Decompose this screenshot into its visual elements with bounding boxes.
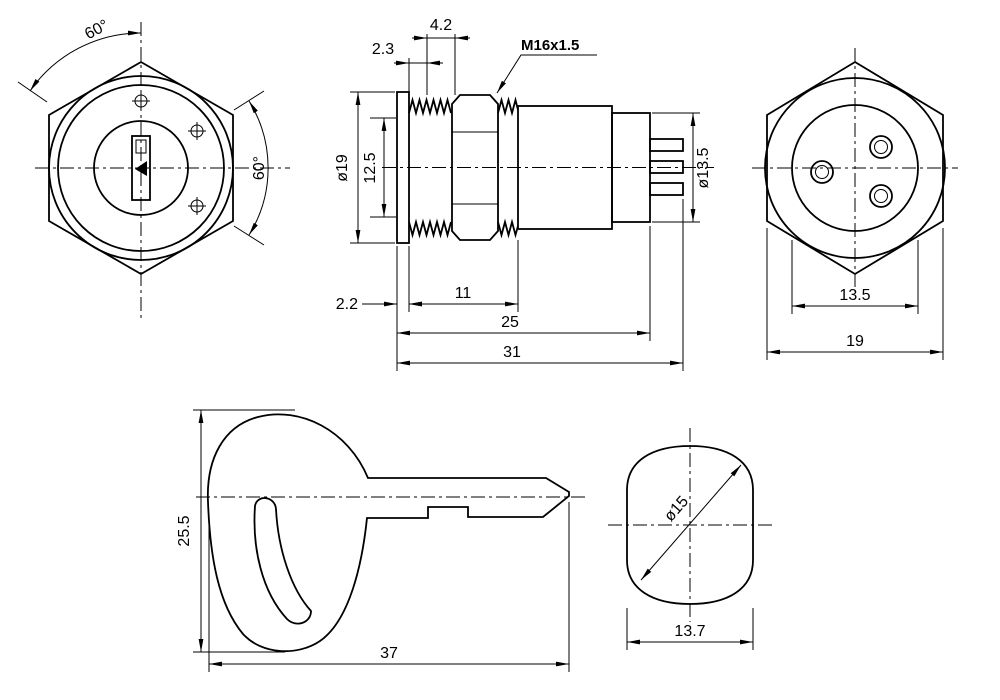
dimension-face-width: 12.5: [362, 117, 396, 218]
dim-key-length: 37: [380, 645, 398, 662]
dim-body-length: 25: [501, 314, 519, 331]
thread-spec-label: M16x1.5: [521, 37, 579, 54]
keyway-slot: [131, 135, 151, 201]
centerlines: [752, 48, 958, 292]
dim-body-dia: ø13.5: [695, 147, 712, 188]
dim-flange-dia: ø19: [334, 154, 351, 182]
terminal-pin-bottom-right: [869, 184, 893, 208]
dimension-hex-width: 19: [766, 228, 944, 360]
key-side-view: 25.5 37: [176, 409, 586, 672]
keyway-arrow: [135, 161, 147, 176]
dimension-nut-thickness: 4.2: [412, 17, 470, 95]
screw-hole-right-top: [188, 122, 206, 140]
dim-overall-length: 31: [503, 344, 521, 361]
key-head-top-outline: [626, 445, 754, 605]
screw-hole-top: [132, 92, 150, 110]
key-outline: [207, 413, 570, 652]
rear-view: 13.5 19: [752, 48, 958, 360]
dimension-key-length: 37: [208, 502, 570, 672]
dim-washer-thickness: 2.3: [372, 41, 394, 58]
flange: [396, 91, 410, 244]
terminal-pin-left: [810, 160, 834, 184]
terminal-pins: [649, 138, 684, 196]
dimension-thread-length: 11: [409, 240, 519, 312]
dim-thread-length: 11: [455, 285, 472, 302]
angle-dimension-side: 60°: [233, 90, 269, 246]
dim-flange-thickness: 2.2: [336, 296, 358, 313]
dim-head-dia: ø15: [661, 493, 692, 525]
dim-angle-top: 60°: [82, 17, 111, 43]
front-view: 60° 60°: [17, 17, 290, 318]
dim-face-width: 12.5: [362, 152, 379, 183]
dimension-flange-dia: ø19: [334, 91, 395, 244]
hex-nut-outline: [766, 60, 944, 276]
side-view: 4.2 2.3 M16x1.5 ø19 12.5: [334, 17, 714, 371]
dim-hex-width: 19: [846, 333, 864, 350]
dim-rear-circle: 13.5: [839, 287, 870, 304]
lock-face-circle: [93, 120, 189, 216]
dimension-head-height: 25.5: [176, 409, 295, 653]
centerlines: [35, 22, 290, 318]
dimension-head-dia: ø15: [640, 464, 742, 581]
dimension-overall-length: 31: [397, 199, 684, 371]
dim-head-width: 13.7: [674, 623, 705, 640]
dimension-body-dia: ø13.5: [652, 112, 712, 223]
dimension-flange-thickness: 2.2: [336, 246, 441, 371]
centerlines: [608, 428, 772, 622]
dimension-washer-thickness: 2.3: [372, 41, 443, 95]
key-grip-slot: [253, 497, 312, 625]
terminal-pin-top-right: [869, 135, 893, 159]
hex-nut: [451, 94, 499, 241]
dimension-circle-dia: 13.5: [791, 240, 919, 314]
dim-nut-thickness: 4.2: [430, 17, 452, 34]
hex-body-outline: [48, 60, 234, 276]
dimension-head-width: 13.7: [626, 608, 754, 650]
thread-profile: [408, 96, 519, 239]
key-top-view: ø15 13.7: [608, 428, 772, 650]
dimension-body-length: 25: [397, 226, 651, 341]
screw-hole-right-bottom: [188, 197, 206, 215]
nut-circle: [764, 77, 946, 259]
dim-angle-side: 60°: [251, 156, 268, 180]
thread-callout: M16x1.5: [496, 37, 597, 94]
rear-body-circle: [791, 104, 919, 232]
dim-head-height: 25.5: [176, 515, 193, 546]
angle-dimension-top: 60°: [17, 17, 142, 103]
